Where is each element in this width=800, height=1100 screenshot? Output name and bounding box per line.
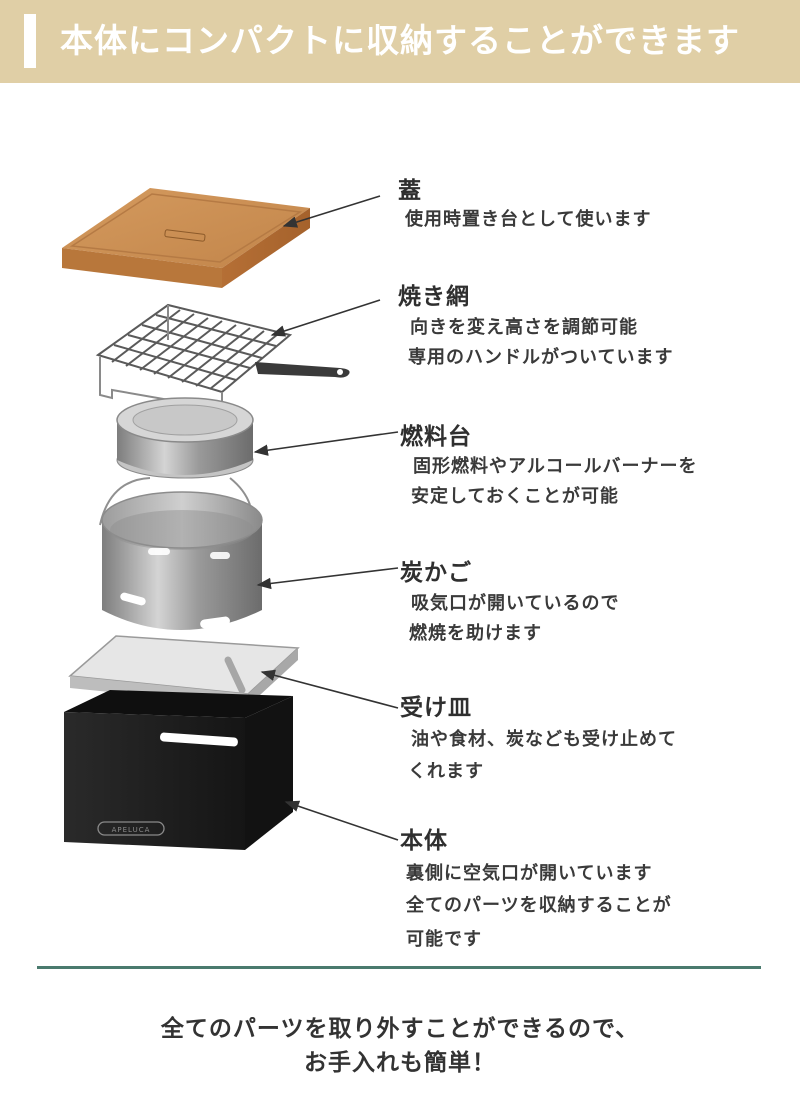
part-desc-fuel-stand-line2: 安定しておくことが可能 — [411, 486, 619, 507]
part-desc-grill-line1: 向きを変え高さを調節可能 — [410, 317, 638, 338]
charcoal-basket-illustration — [99, 477, 263, 630]
header-accent-bar — [24, 14, 36, 68]
part-label-charcoal-basket: 炭かご — [400, 560, 472, 586]
section-title: 本体にコンパクトに収納することができます — [60, 21, 740, 60]
section-divider — [37, 966, 761, 969]
part-label-grill: 焼き網 — [398, 284, 470, 310]
body-illustration: APELUCA — [64, 690, 293, 850]
grill-illustration — [95, 303, 293, 433]
part-label-drip-tray: 受け皿 — [400, 695, 472, 721]
section-header: 本体にコンパクトに収納することができます — [0, 0, 800, 83]
footer-line-2: お手入れも簡単！ — [304, 1050, 496, 1076]
part-desc-lid-line1: 使用時置き台として使います — [405, 209, 652, 230]
leader-arrows — [253, 195, 399, 841]
exploded-product-diagram: APELUCA 蓋 使用時置き台として使います 焼き網 向きを変え高さを調節可能… — [0, 83, 800, 953]
part-label-fuel-stand: 燃料台 — [400, 424, 472, 450]
part-desc-body-line3: 可能です — [406, 929, 482, 950]
part-desc-body-line1: 裏側に空気口が開いています — [406, 863, 653, 884]
product-illustration: APELUCA — [62, 188, 399, 850]
footer-line-1: 全てのパーツを取り外すことができるので、 — [160, 1016, 640, 1042]
fuel-stand-illustration — [116, 397, 254, 479]
part-desc-fuel-stand-line1: 固形燃料やアルコールバーナーを — [413, 456, 698, 477]
part-label-body: 本体 — [400, 828, 448, 854]
grill-handle-icon — [255, 362, 350, 378]
part-desc-body-line2: 全てのパーツを収納することが — [406, 895, 672, 916]
part-desc-drip-tray-line2: くれます — [408, 761, 484, 782]
part-desc-charcoal-basket-line1: 吸気口が開いているので — [411, 593, 620, 614]
part-desc-charcoal-basket-line2: 燃焼を助けます — [409, 623, 542, 644]
brand-logo: APELUCA — [112, 826, 151, 834]
part-label-lid: 蓋 — [398, 178, 422, 204]
lid-illustration — [62, 188, 310, 288]
footer-message: 全てのパーツを取り外すことができるので、 お手入れも簡単！ — [0, 1012, 800, 1080]
part-desc-grill-line2: 専用のハンドルがついています — [408, 347, 674, 368]
part-desc-drip-tray-line1: 油や食材、炭なども受け止めて — [411, 729, 677, 750]
